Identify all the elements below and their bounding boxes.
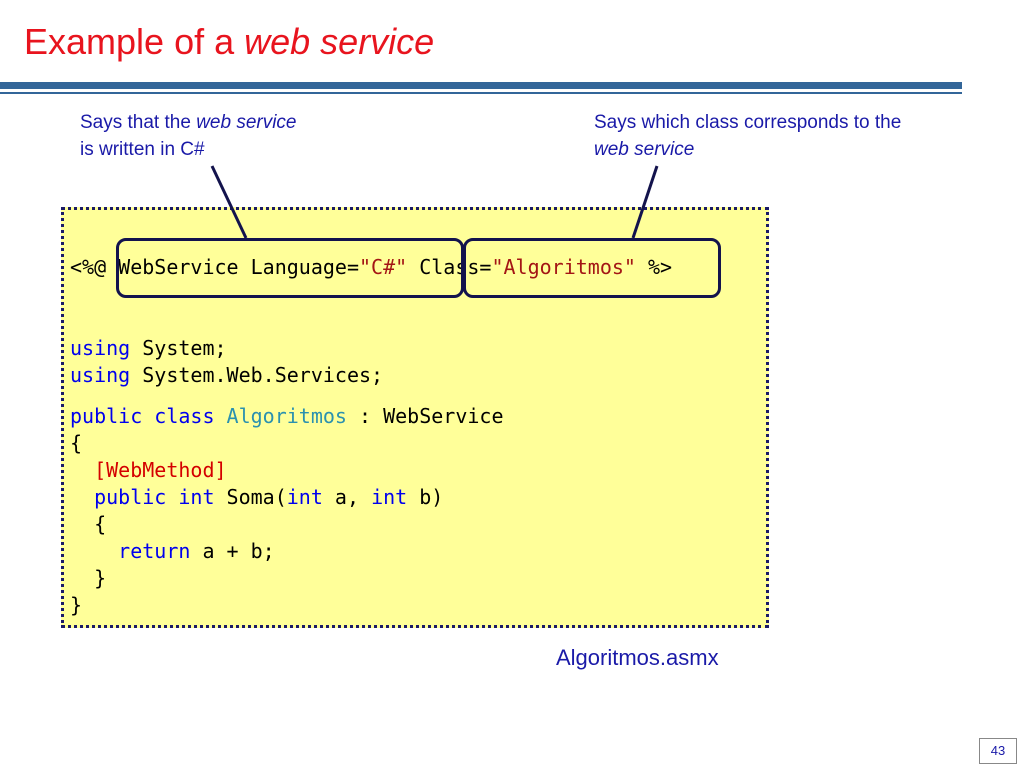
code-return-line: return a + b; xyxy=(70,538,504,565)
directive-class-value: "Algoritmos" xyxy=(491,255,636,279)
code-using-line-2: using System.Web.Services; xyxy=(70,362,383,389)
code-using-line-1: using System; xyxy=(70,335,383,362)
code-class-brace-open: { xyxy=(70,431,83,455)
method-name: Soma( xyxy=(214,485,287,509)
code-webmethod-attribute: [WebMethod] xyxy=(70,458,227,482)
code-using-block: using System;using System.Web.Services; xyxy=(70,335,383,389)
using-namespace-2: System.Web.Services; xyxy=(130,363,384,387)
method-return-type: int xyxy=(166,485,215,509)
code-method-brace-close: } xyxy=(70,566,107,590)
directive-webservice-language: WebService Language= xyxy=(118,255,359,279)
annotation-language-emphasis: web service xyxy=(196,112,297,133)
return-expression: a + b; xyxy=(190,539,275,563)
title-rule-thin xyxy=(0,92,962,94)
annotation-class-emphasis: web service xyxy=(594,139,695,160)
method-public-keyword: public xyxy=(94,485,167,509)
code-class-brace-close: } xyxy=(70,593,83,617)
code-method-brace-open: { xyxy=(70,512,107,536)
file-name-caption: Algoritmos.asmx xyxy=(556,645,719,670)
callout-box-class xyxy=(463,238,721,298)
annotation-class: Says which class corresponds to the web … xyxy=(594,109,901,163)
title-emphasis: web service xyxy=(244,21,435,62)
return-indent xyxy=(70,539,118,563)
code-box xyxy=(61,207,769,628)
page-number: 43 xyxy=(979,738,1017,764)
callout-box-language xyxy=(116,238,464,298)
code-method-signature: public int Soma(int a, int b) xyxy=(70,484,504,511)
param-type-1: int xyxy=(286,485,323,509)
class-class-keyword: class xyxy=(142,404,215,428)
title-prefix: Example of a xyxy=(24,21,245,62)
param-b: b) xyxy=(407,485,444,509)
class-public-keyword: public xyxy=(70,404,143,428)
class-base: : WebService xyxy=(346,404,504,428)
slide-title: Example of a web service xyxy=(24,22,434,62)
code-class-declaration: public class Algoritmos : WebService xyxy=(70,403,504,430)
annotation-language: Says that the web service is written in … xyxy=(80,109,297,163)
directive-class-attr: Class= xyxy=(419,255,492,279)
code-directive-line: <%@ WebService Language="C#" Class="Algo… xyxy=(70,254,672,281)
class-name: Algoritmos xyxy=(214,404,347,428)
annotation-language-line2: is written in C# xyxy=(80,139,205,160)
param-type-2: int xyxy=(371,485,408,509)
title-rule-thick xyxy=(0,82,962,89)
return-keyword: return xyxy=(118,539,191,563)
directive-close: %> xyxy=(635,255,673,279)
annotation-language-text: Says that the xyxy=(80,112,197,133)
using-keyword-1: using xyxy=(70,336,131,360)
using-namespace-1: System; xyxy=(130,336,227,360)
method-indent xyxy=(70,485,94,509)
using-keyword-2: using xyxy=(70,363,131,387)
annotation-class-line1: Says which class corresponds to the xyxy=(594,112,902,133)
code-class-block: public class Algoritmos : WebService{ [W… xyxy=(70,403,504,619)
directive-open: <%@ xyxy=(70,255,119,279)
directive-language-value: "C#" xyxy=(359,255,408,279)
annotation-language-line1: Says that the web service xyxy=(80,109,297,136)
param-a: a, xyxy=(322,485,372,509)
